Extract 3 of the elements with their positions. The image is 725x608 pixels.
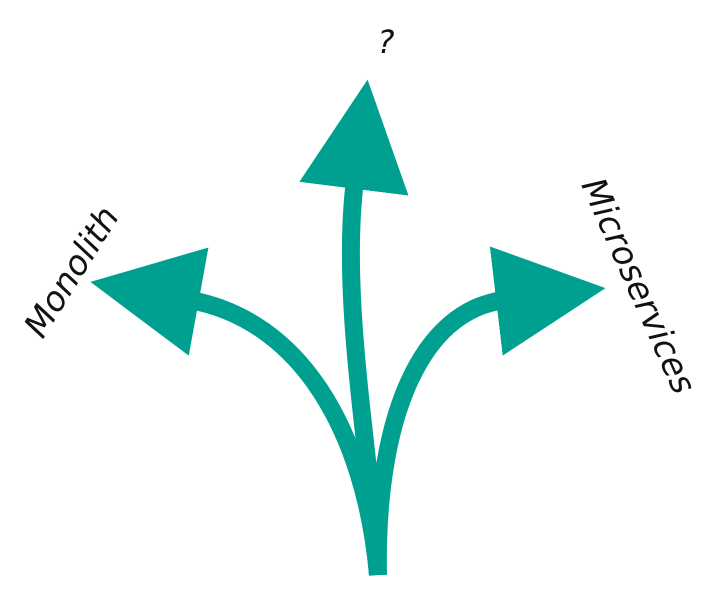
- arrow: [299, 79, 409, 576]
- arrow: [369, 248, 604, 576]
- option-label: ?: [378, 23, 394, 61]
